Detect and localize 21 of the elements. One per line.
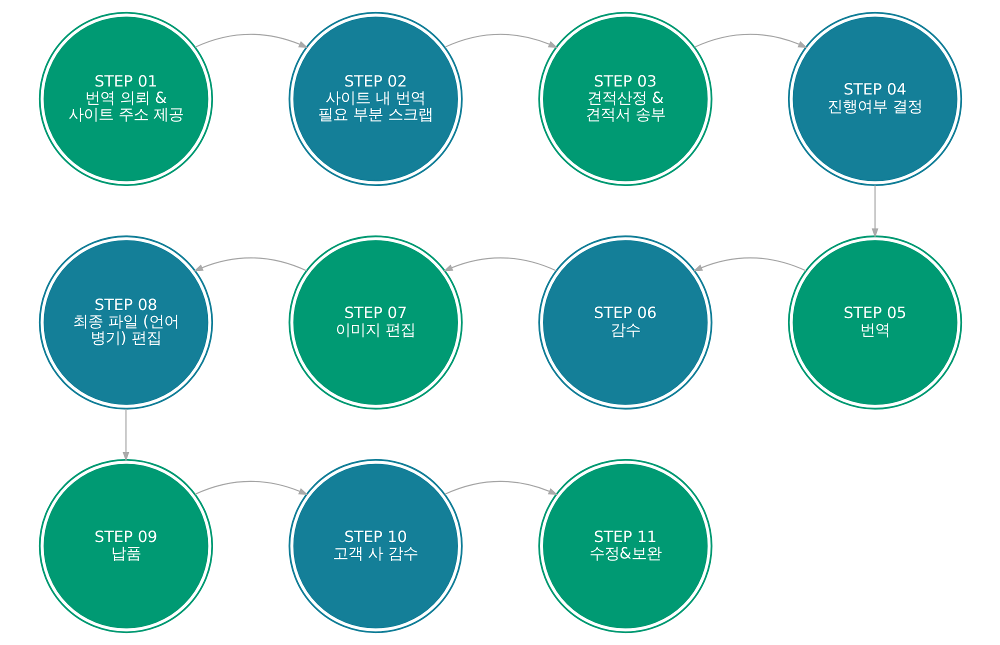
arrow (871, 185, 878, 238)
node-circle: STEP 04 진행여부 결정 (787, 12, 962, 186)
node-circle: STEP 05 번역 (787, 235, 962, 410)
node-circle: STEP 06 감수 (538, 235, 712, 410)
arrow (694, 34, 808, 48)
arrow (122, 408, 129, 462)
node-circle: STEP 10 고객 사 감수 (288, 458, 462, 634)
arrow (193, 257, 306, 272)
arrow (444, 34, 558, 48)
arrow (442, 257, 556, 272)
arrow (444, 480, 558, 495)
arrow (194, 480, 308, 495)
arrow (194, 34, 308, 48)
node-circle: STEP 09 납품 (38, 458, 213, 634)
arrow (692, 257, 806, 272)
node-circle: STEP 11 수정&보완 (538, 458, 712, 634)
node-circle: STEP 07 이미지 편집 (288, 235, 462, 410)
node-circle: STEP 02 사이트 내 번역 필요 부분 스크랩 (288, 12, 462, 186)
node-circle: STEP 08 최종 파일 (언어 병기) 편집 (38, 235, 213, 410)
node-circle: STEP 03 견적산정 & 견적서 송부 (538, 12, 712, 186)
node-circle: STEP 01 번역 의뢰 & 사이트 주소 제공 (38, 12, 213, 186)
